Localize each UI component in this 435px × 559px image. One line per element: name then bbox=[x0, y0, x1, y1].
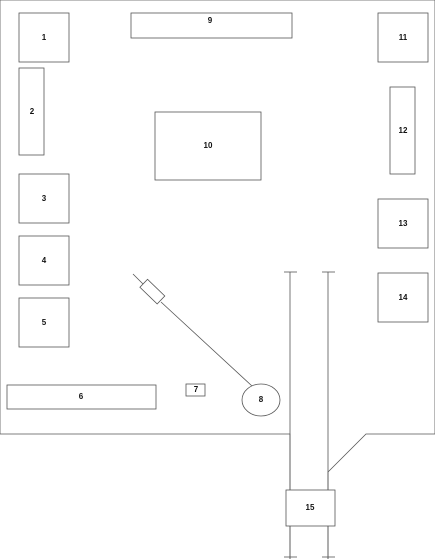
box-13 bbox=[377, 198, 429, 249]
box-10 bbox=[154, 111, 262, 181]
box-15 bbox=[285, 489, 336, 527]
box-3 bbox=[18, 173, 70, 224]
label-1: 1 bbox=[42, 33, 47, 42]
arm-line-long bbox=[160, 301, 253, 387]
box-2 bbox=[18, 67, 45, 156]
box-14 bbox=[377, 272, 429, 323]
box-12 bbox=[389, 86, 416, 175]
arm-line-short bbox=[132, 273, 144, 285]
label-14: 14 bbox=[399, 293, 408, 302]
box-9 bbox=[130, 12, 293, 39]
label-3: 3 bbox=[42, 194, 47, 203]
circle-8 bbox=[241, 383, 281, 417]
label-12: 12 bbox=[399, 126, 408, 135]
box-7 bbox=[185, 383, 206, 397]
box-6 bbox=[6, 384, 157, 410]
box-4 bbox=[18, 235, 70, 286]
label-6: 6 bbox=[79, 392, 84, 401]
box-1 bbox=[18, 12, 70, 63]
label-7: 7 bbox=[194, 385, 199, 394]
label-8: 8 bbox=[259, 395, 264, 404]
label-9: 9 bbox=[208, 16, 213, 25]
label-2: 2 bbox=[30, 107, 35, 116]
box-5 bbox=[18, 297, 70, 348]
label-15: 15 bbox=[306, 503, 315, 512]
box-11 bbox=[377, 12, 429, 63]
label-11: 11 bbox=[399, 33, 408, 42]
label-5: 5 bbox=[42, 318, 47, 327]
label-4: 4 bbox=[42, 256, 47, 265]
label-10: 10 bbox=[204, 141, 213, 150]
label-13: 13 bbox=[399, 219, 408, 228]
arm-connector bbox=[139, 278, 166, 305]
